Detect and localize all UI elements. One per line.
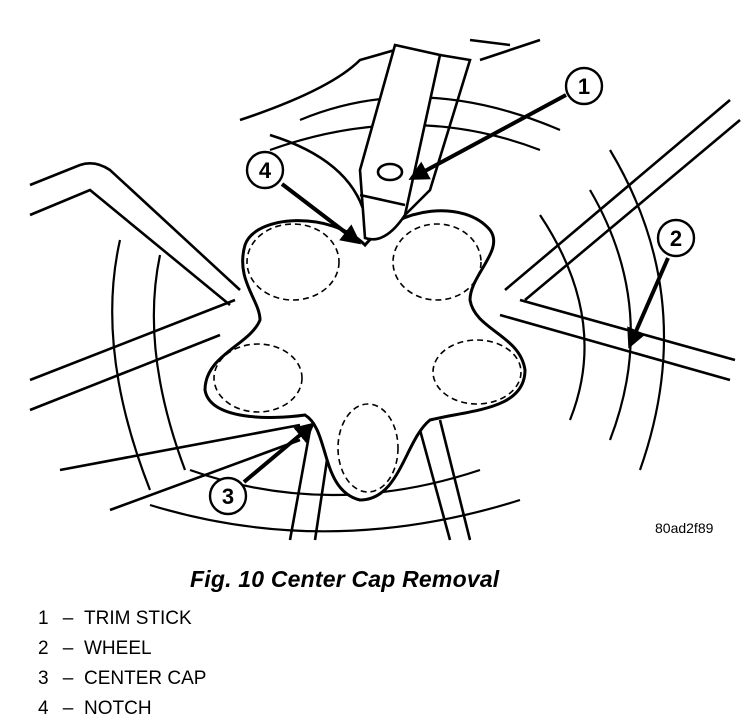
callout-2: 2 xyxy=(627,218,696,349)
legend-dash: – xyxy=(62,608,74,629)
legend-label: CENTER CAP xyxy=(84,668,207,689)
callout-3: 3 xyxy=(208,422,316,516)
legend-number: 2 xyxy=(38,638,49,659)
legend: 1–TRIM STICK 2–WHEEL 3–CENTER CAP 4–NOTC… xyxy=(38,604,206,724)
callout-4: 4 xyxy=(245,150,362,245)
figure-code: 80ad2f89 xyxy=(655,520,714,536)
legend-label: NOTCH xyxy=(84,698,152,719)
legend-dash: – xyxy=(62,638,74,659)
callout-2-label: 2 xyxy=(670,226,682,251)
callout-3-label: 3 xyxy=(222,484,234,509)
figure-caption: Fig. 10 Center Cap Removal xyxy=(190,566,500,592)
legend-number: 1 xyxy=(38,608,49,629)
legend-item: 2–WHEEL xyxy=(38,634,206,664)
legend-number: 4 xyxy=(38,698,49,719)
legend-number: 3 xyxy=(38,668,49,689)
legend-item: 1–TRIM STICK xyxy=(38,604,206,634)
center-cap xyxy=(203,209,527,502)
callout-4-label: 4 xyxy=(259,158,272,183)
legend-dash: – xyxy=(62,698,74,719)
legend-item: 3–CENTER CAP xyxy=(38,664,206,694)
center-cap-removal-illustration: 1 2 3 4 xyxy=(29,38,741,541)
callout-1: 1 xyxy=(408,66,604,180)
legend-label: TRIM STICK xyxy=(84,608,192,629)
trim-stick xyxy=(358,38,541,241)
callout-1-label: 1 xyxy=(578,74,590,99)
legend-label: WHEEL xyxy=(84,638,152,659)
legend-dash: – xyxy=(62,668,74,689)
legend-item: 4–NOTCH xyxy=(38,694,206,724)
